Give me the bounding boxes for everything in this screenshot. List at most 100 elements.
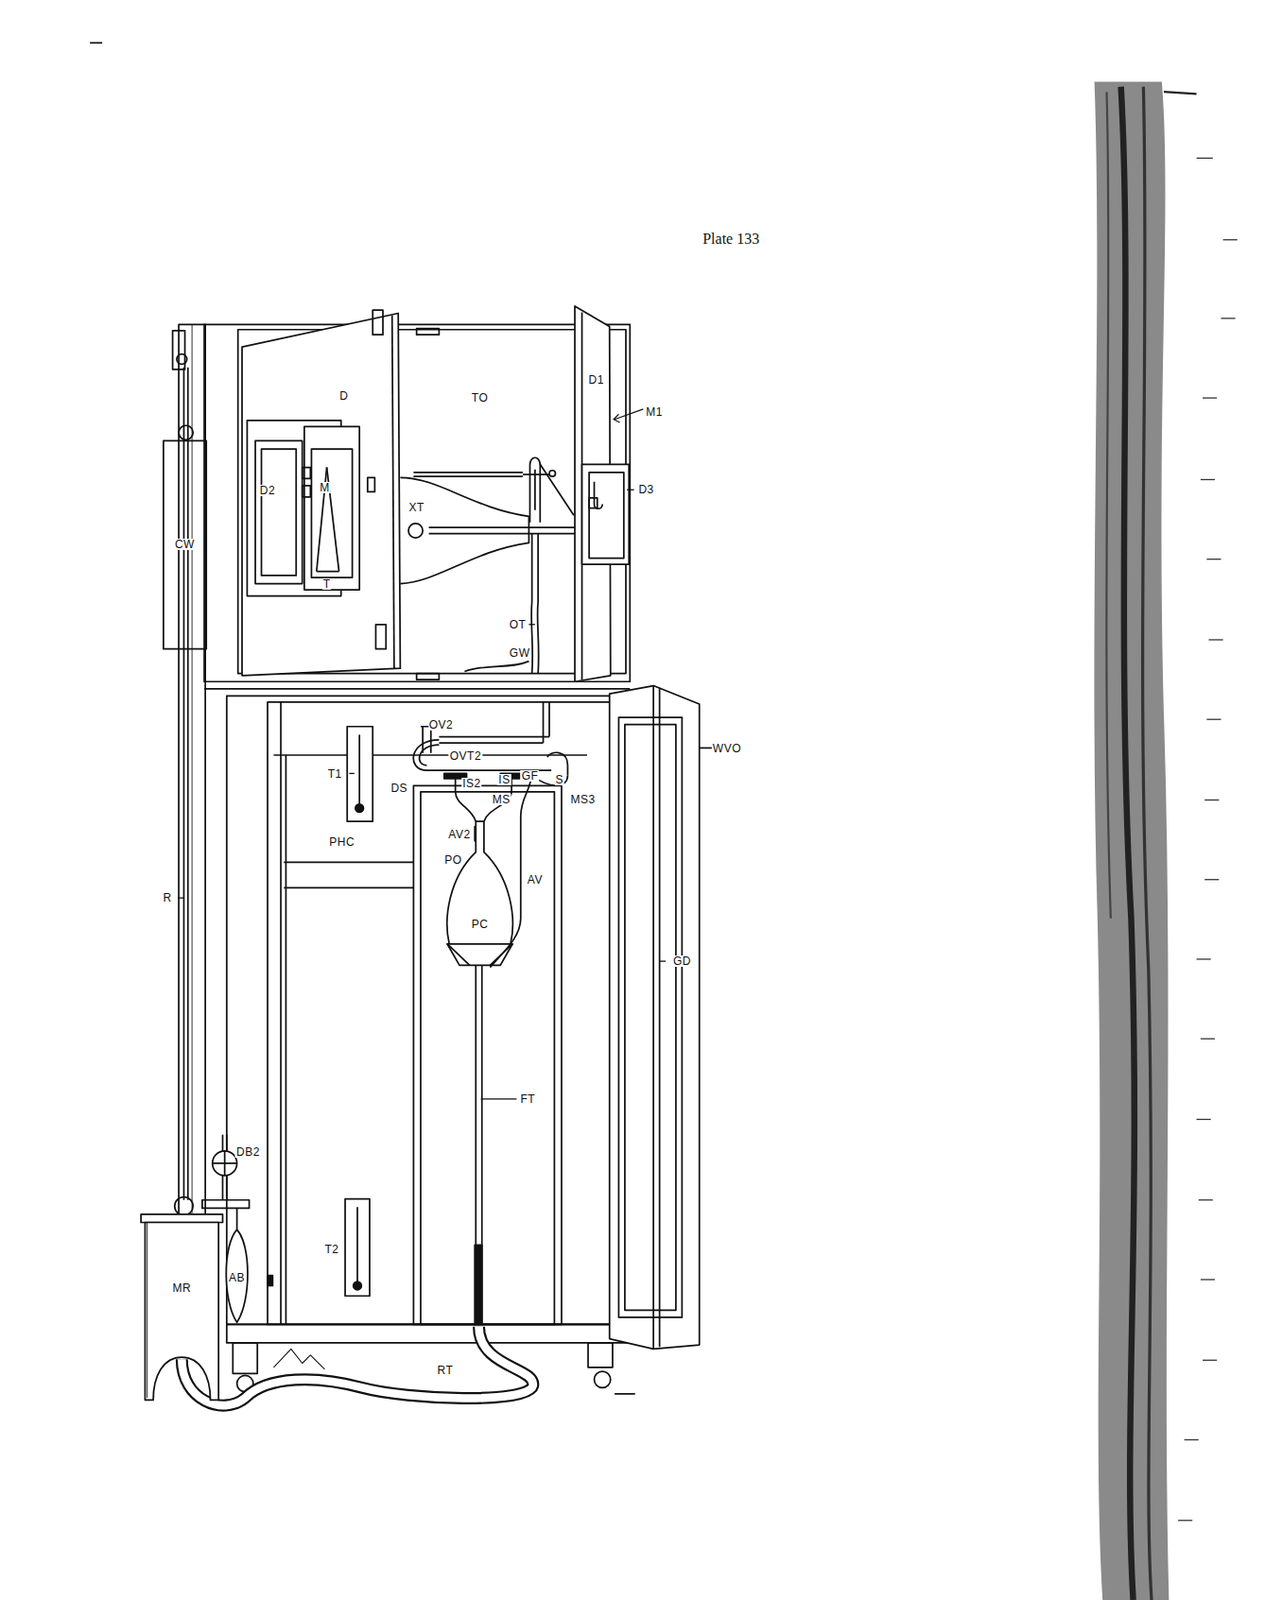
reservoir — [146, 1223, 148, 1400]
rope — [187, 367, 190, 1201]
drying-bulb — [202, 1200, 250, 1210]
instrument-box — [302, 467, 312, 480]
part-label: D — [338, 390, 349, 402]
door — [589, 498, 598, 509]
thermometer — [345, 1199, 370, 1298]
part-label: R — [162, 892, 174, 904]
door — [392, 315, 395, 670]
scan-edge — [1196, 1119, 1212, 1121]
scan-edge — [1204, 799, 1219, 801]
part-label: GW — [508, 647, 532, 659]
folding-door — [609, 686, 700, 1351]
drying-bulb — [267, 1276, 273, 1287]
gas-apparatus — [484, 792, 512, 822]
gas-apparatus — [547, 752, 569, 776]
folding-door — [699, 747, 713, 750]
folding-door — [618, 717, 682, 1318]
gas-apparatus — [548, 702, 551, 738]
part-label: CW — [173, 538, 196, 551]
lower-cabinet — [614, 1393, 636, 1396]
scan-edge — [1143, 86, 1152, 1600]
scan-edge — [1178, 1520, 1193, 1522]
scan-edge — [1106, 91, 1110, 919]
folding-door — [652, 686, 655, 1351]
part-label: GD — [672, 955, 693, 968]
leader-line — [659, 960, 666, 962]
lower-cabinet — [283, 861, 414, 864]
upper-cabinet — [416, 329, 440, 335]
lower-cabinet — [588, 1343, 613, 1369]
part-label: DB2 — [235, 1146, 261, 1159]
drying-bulb — [236, 1208, 239, 1231]
door — [242, 312, 400, 676]
door — [375, 624, 386, 650]
glass-apparatus — [429, 533, 585, 536]
lower-cabinet — [232, 1343, 258, 1374]
glass-apparatus — [522, 473, 550, 476]
door — [582, 464, 630, 565]
rubber-tube — [181, 1327, 534, 1407]
part-label: PHC — [328, 836, 356, 849]
instrument-box — [316, 571, 340, 573]
scan-edge — [1196, 157, 1214, 159]
leader-line — [177, 898, 184, 900]
glass-apparatus — [413, 471, 523, 474]
part-label: OT — [508, 619, 528, 631]
part-label: MR — [171, 1282, 192, 1295]
lower-cabinet — [594, 1371, 611, 1388]
part-label: T1 — [327, 768, 344, 780]
leader-line — [528, 623, 535, 625]
reservoir — [144, 1223, 219, 1402]
rubber-tube — [181, 1327, 534, 1407]
lower-cabinet — [279, 702, 282, 1326]
part-label: MS — [491, 794, 512, 806]
part-label: TO — [470, 392, 489, 404]
scan-edge — [1184, 1439, 1199, 1441]
folding-door — [658, 688, 661, 1348]
part-label: M1 — [644, 406, 664, 418]
part-label: OV2 — [428, 719, 455, 731]
glass-apparatus — [539, 464, 574, 516]
part-label: IS — [497, 774, 511, 786]
floor-mark — [273, 1349, 325, 1370]
scan-edge — [1163, 91, 1197, 94]
door — [372, 310, 383, 335]
door — [367, 477, 376, 492]
scan-edge — [1209, 639, 1224, 641]
leader-line — [613, 414, 620, 423]
folding-door — [609, 686, 717, 1351]
scan-edge — [1093, 81, 1169, 1600]
glass-apparatus — [531, 534, 533, 675]
part-label: D3 — [637, 484, 655, 496]
lower-cabinet — [273, 754, 587, 757]
glass-apparatus — [429, 526, 585, 529]
reservoir — [174, 1197, 193, 1216]
glass-apparatus — [413, 475, 523, 478]
lower-cabinet — [285, 755, 288, 1325]
gas-apparatus — [438, 742, 543, 745]
glass-apparatus — [408, 523, 423, 538]
part-label: T — [322, 578, 332, 590]
gas-apparatus — [413, 702, 568, 1326]
rubber-tube — [181, 1327, 534, 1407]
instrument-box — [261, 449, 297, 576]
scan-edge — [1178, 157, 1238, 1521]
part-label: PO — [443, 854, 463, 867]
part-label: FT — [519, 1093, 537, 1106]
leader-line — [626, 489, 635, 491]
scan-edge — [1093, 81, 1237, 1600]
lower-cabinet — [226, 695, 636, 1395]
scan-edge — [1200, 1279, 1215, 1281]
instrument-box — [304, 426, 360, 590]
counterweight — [163, 425, 207, 649]
glass-apparatus — [399, 457, 584, 674]
thermometer — [345, 727, 373, 1297]
part-label: MS3 — [570, 794, 597, 806]
gas-apparatus — [489, 944, 513, 967]
glass-apparatus — [529, 457, 540, 523]
lower-cabinet — [283, 886, 414, 889]
lower-cabinet — [413, 785, 562, 1325]
part-label: AV — [526, 874, 544, 886]
thermometer — [346, 727, 373, 822]
